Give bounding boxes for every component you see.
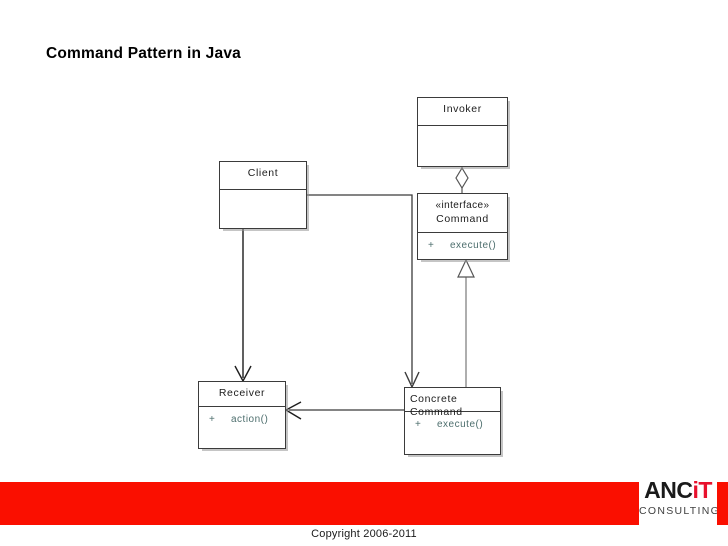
uml-class-command-label: Command xyxy=(436,212,489,225)
diagram-connector-layer: Command : aggregation (hollow diamond at… xyxy=(234,166,475,420)
uml-class-client-body xyxy=(220,190,306,228)
ancit-logo: ANCiT CONSULTING xyxy=(639,475,717,532)
logo-word-anc: ANC xyxy=(644,477,693,503)
uml-class-command-name: «interface» Command xyxy=(418,194,507,233)
connector-concretecommand-command xyxy=(457,258,475,387)
uml-class-invoker[interactable]: Invoker xyxy=(417,97,508,167)
uml-class-receiver-name: Receiver xyxy=(199,382,285,407)
uml-class-command-body: + execute() xyxy=(418,233,507,259)
uml-class-diagram: Command : aggregation (hollow diamond at… xyxy=(198,97,508,455)
uml-class-command[interactable]: «interface» Command + execute() xyxy=(417,193,508,260)
logo-subtitle: CONSULTING xyxy=(639,505,717,517)
uml-class-invoker-body xyxy=(418,126,507,166)
connector-concretecommand-receiver xyxy=(284,401,404,420)
logo-wordmark: ANCiT xyxy=(639,479,717,502)
uml-stereotype-interface: «interface» xyxy=(435,200,490,211)
uml-class-invoker-name: Invoker xyxy=(418,98,507,126)
uml-visibility-marker: + xyxy=(415,419,422,430)
uml-member-command-execute: + execute() xyxy=(418,240,507,251)
page-title: Command Pattern in Java xyxy=(46,45,241,62)
uml-class-receiver-body: + action() xyxy=(199,407,285,448)
uml-class-receiver[interactable]: Receiver + action() xyxy=(198,381,286,449)
connector-client-receiver xyxy=(234,229,252,383)
uml-class-concrete-command-body: + execute() xyxy=(405,412,500,454)
connector-client-concretecommand xyxy=(307,194,420,389)
uml-class-concrete-command[interactable]: Concrete Command + execute() xyxy=(404,387,501,455)
uml-class-client[interactable]: Client xyxy=(219,161,307,229)
uml-class-concrete-command-name: Concrete Command xyxy=(405,388,500,418)
logo-word-it: iT xyxy=(692,477,712,503)
uml-member-receiver-action: + action() xyxy=(199,414,285,425)
uml-member-signature: execute() xyxy=(437,419,484,430)
footer-band xyxy=(0,482,728,525)
uml-visibility-marker: + xyxy=(209,414,216,425)
uml-member-signature: execute() xyxy=(450,240,497,251)
uml-member-concrete-command-execute: + execute() xyxy=(405,419,500,430)
uml-visibility-marker: + xyxy=(428,240,435,251)
uml-class-client-name: Client xyxy=(220,162,306,190)
copyright-text: Copyright 2006-2011 xyxy=(311,528,417,540)
uml-member-signature: action() xyxy=(231,414,269,425)
connector-invoker-command xyxy=(455,166,469,193)
